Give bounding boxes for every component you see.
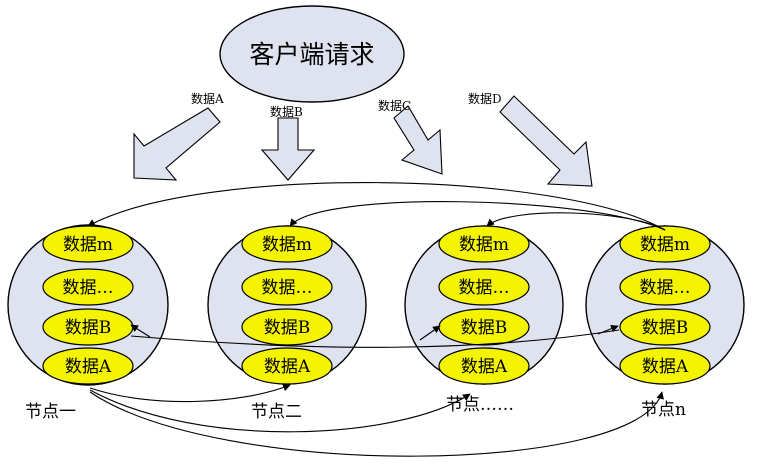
data-item-label: 数据m bbox=[640, 235, 690, 255]
data-item-label: 数据… bbox=[459, 278, 510, 298]
nodes: 数据m数据…数据B数据A节点一数据m数据…数据B数据A节点二数据m数据…数据B数… bbox=[7, 224, 745, 422]
data-item-label: 数据B bbox=[642, 318, 689, 338]
node-label: 节点…… bbox=[446, 395, 514, 415]
data-item-b bbox=[619, 308, 711, 346]
connector-b-line bbox=[130, 329, 620, 348]
data-item-ellipsis bbox=[241, 268, 333, 306]
node-1: 数据m 数据… 数据B 数据A 节点一 bbox=[7, 224, 169, 422]
data-item-a bbox=[438, 347, 530, 385]
connector-a-to-noden bbox=[89, 391, 664, 457]
input-label-c: 数据C bbox=[378, 98, 411, 113]
node-3: 数据m 数据… 数据B 数据A 节点…… bbox=[404, 225, 564, 415]
data-item-label: 数据m bbox=[63, 235, 113, 255]
data-item-label: 数据B bbox=[461, 318, 508, 338]
data-item-ellipsis bbox=[438, 268, 530, 306]
input-label-b: 数据B bbox=[270, 104, 303, 119]
input-label-a: 数据A bbox=[191, 91, 224, 106]
data-item-m bbox=[241, 225, 333, 263]
data-item-label: 数据m bbox=[459, 235, 509, 255]
data-item-label: 数据A bbox=[461, 357, 508, 377]
node-label: 节点n bbox=[641, 400, 686, 420]
data-item-label: 数据… bbox=[262, 278, 313, 298]
data-item-label: 数据A bbox=[65, 357, 112, 377]
connector-b-to-node3 bbox=[419, 325, 441, 341]
data-item-b bbox=[241, 308, 333, 346]
data-item-label: 数据B bbox=[264, 318, 311, 338]
connectors bbox=[87, 182, 666, 457]
data-item-label: 数据A bbox=[642, 357, 689, 377]
data-item-ellipsis bbox=[619, 268, 711, 306]
data-item-label: 数据B bbox=[65, 318, 112, 338]
client-request-label: 客户端请求 bbox=[249, 40, 374, 69]
node-4: 数据m 数据… 数据B 数据A 节点n bbox=[585, 225, 745, 420]
data-item-m bbox=[438, 225, 530, 263]
data-item-a bbox=[619, 347, 711, 385]
data-item-ellipsis bbox=[42, 268, 134, 306]
node-2: 数据m 数据… 数据B 数据A 节点二 bbox=[207, 225, 367, 422]
input-arrow-d bbox=[499, 95, 593, 187]
data-item-label: 数据A bbox=[264, 357, 311, 377]
client-request: 客户端请求 bbox=[219, 5, 405, 103]
connector-n-to-node3-m bbox=[486, 212, 666, 231]
data-item-a bbox=[42, 347, 134, 385]
data-item-label: 数据… bbox=[640, 278, 691, 298]
data-item-m bbox=[619, 225, 711, 263]
input-label-d: 数据D bbox=[468, 91, 502, 106]
input-arrow-a bbox=[133, 107, 221, 181]
data-item-label: 数据… bbox=[63, 278, 114, 298]
node-label: 节点一 bbox=[25, 402, 76, 422]
input-arrows: 数据A 数据B 数据C 数据D bbox=[133, 91, 593, 187]
connector-b-to-node1 bbox=[130, 324, 151, 338]
input-arrow-c bbox=[393, 105, 443, 175]
input-arrow-b bbox=[260, 117, 316, 181]
connector-a-to-node3 bbox=[89, 389, 471, 433]
node-label: 节点二 bbox=[251, 402, 302, 422]
connector-a-to-node2 bbox=[89, 383, 291, 403]
connector-n-to-node1-m bbox=[87, 182, 666, 231]
data-item-label: 数据m bbox=[262, 235, 312, 255]
connector-b-to-noden bbox=[597, 324, 619, 335]
